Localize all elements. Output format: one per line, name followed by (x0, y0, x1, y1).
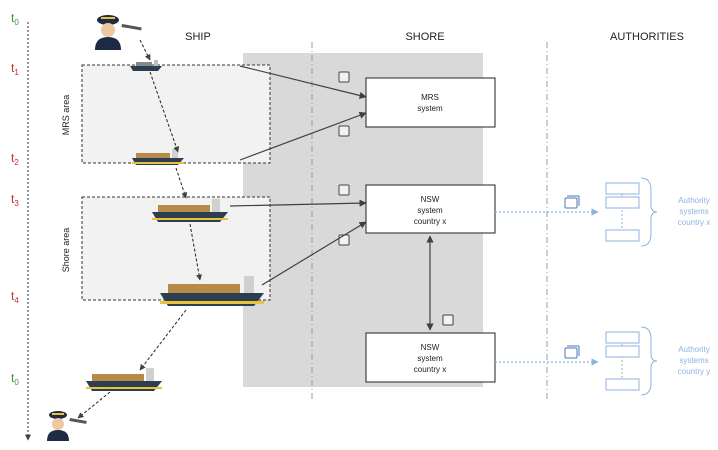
message-icon-blue-2 (564, 345, 580, 359)
svg-text:NSW: NSW (421, 195, 440, 204)
time-label-t4: t4 (11, 289, 19, 305)
mrs-area (81, 64, 271, 164)
message-icon-blue-1 (564, 195, 580, 209)
authority-group-1: Authority systems country x (605, 177, 710, 247)
svg-text:NSW: NSW (421, 343, 440, 352)
column-header-ship: SHIP (185, 31, 211, 43)
ship-icon-departure (86, 368, 162, 391)
time-label-t3: t3 (11, 192, 19, 208)
ship-icon-t3 (152, 199, 228, 222)
svg-text:country x: country x (414, 365, 446, 374)
time-label-t0-end: t0 (11, 371, 19, 387)
mrs-system-box: MRS system (365, 77, 496, 128)
authority-label-1-line2: systems (679, 207, 708, 216)
ship-icon-t4 (160, 276, 264, 306)
report-arrows (229, 65, 367, 286)
nsw-system-box-1: NSW system country x (365, 184, 496, 234)
authority-label-2-line1: Authority (678, 345, 710, 354)
ship-icon-t1 (130, 60, 162, 71)
timeline-labels: t0 t1 t2 t3 t4 t0 (11, 11, 19, 387)
nsw-system-box-2: NSW system country x (365, 332, 496, 383)
svg-text:country x: country x (414, 217, 446, 226)
svg-text:system: system (417, 354, 443, 363)
ship-icon-t2 (132, 149, 184, 165)
authority-label-1-line3: country x (678, 218, 710, 227)
svg-text:MRS: MRS (421, 93, 439, 102)
svg-text:system: system (417, 206, 443, 215)
time-label-t2: t2 (11, 151, 19, 167)
captain-icon (95, 15, 142, 50)
column-header-authorities: AUTHORITIES (610, 31, 684, 43)
time-label-t0: t0 (11, 11, 19, 27)
column-header-shore: SHORE (405, 31, 444, 43)
ship-path (77, 39, 203, 419)
authority-label-2-line3: country y (678, 367, 710, 376)
message-markers (338, 71, 454, 326)
authority-group-2: Authority systems country y (605, 326, 710, 396)
svg-text:system: system (417, 104, 443, 113)
shore-area-label: Shore area (61, 228, 71, 273)
captain-icon-end (47, 411, 87, 441)
time-label-t1: t1 (11, 61, 19, 77)
mrs-area-label: MRS area (61, 95, 71, 136)
authority-label-2-line2: systems (679, 356, 708, 365)
authority-label-1-line1: Authority (678, 196, 710, 205)
